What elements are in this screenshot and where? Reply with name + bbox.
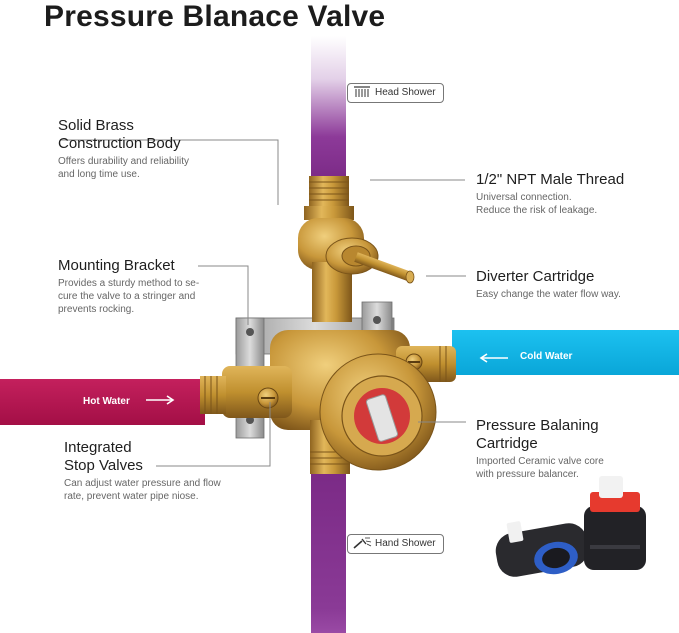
pressure-cartridge-desc: Imported Ceramic valve core with pressur… — [476, 455, 604, 481]
leader-stop-valves — [156, 402, 271, 467]
mounting-desc-2: cure the valve to a stringer and — [58, 291, 196, 302]
leader-solid-brass — [60, 139, 279, 205]
leader-mounting — [198, 265, 249, 325]
solid-brass-desc-1: Offers durability and reliability — [58, 156, 189, 167]
stop-valves-heading-1: Integrated — [64, 439, 132, 456]
mounting-heading: Mounting Bracket — [58, 257, 175, 274]
pressure-cartridge-desc-2: with pressure balancer. — [476, 469, 579, 480]
label-mounting-bracket: Mounting Bracket Provides a sturdy metho… — [58, 257, 199, 316]
hot-water-label: Hot Water — [83, 396, 130, 407]
mounting-desc-1: Provides a sturdy method to se- — [58, 278, 200, 289]
label-diverter-cartridge: Diverter Cartridge Easy change the water… — [476, 268, 621, 301]
head-shower-pipe — [311, 36, 346, 180]
diverter-desc-1: Easy change the water flow way. — [476, 289, 621, 300]
npt-desc-2: Reduce the risk of leakage. — [476, 205, 598, 216]
hand-shower-tag: Hand Shower — [347, 534, 444, 554]
shower-head-icon — [354, 86, 370, 98]
stop-valves-desc-1: Can adjust water pressure and flow — [64, 478, 221, 489]
npt-heading: 1/2" NPT Male Thread — [476, 171, 625, 188]
mounting-desc: Provides a sturdy method to se- cure the… — [58, 277, 199, 316]
cold-water-pipe — [452, 330, 679, 375]
cold-water-label: Cold Water — [520, 351, 573, 362]
stop-valves-heading-2: Stop Valves — [64, 457, 143, 474]
solid-brass-desc-2: and long time use. — [58, 169, 140, 180]
solid-brass-desc: Offers durability and reliability and lo… — [58, 155, 189, 181]
diverter-desc: Easy change the water flow way. — [476, 288, 621, 301]
npt-desc: Universal connection. Reduce the risk of… — [476, 191, 624, 217]
hand-shower-icon — [353, 537, 372, 549]
pressure-cartridge-heading-2: Cartridge — [476, 435, 538, 452]
mounting-desc-3: prevents rocking. — [58, 304, 135, 315]
page-title: Pressure Blanace Valve — [44, 0, 386, 33]
stop-valves-desc-2: rate, prevent water pipe niose. — [64, 491, 199, 502]
hot-water-arrow-icon — [146, 395, 175, 405]
pressure-cartridge-desc-1: Imported Ceramic valve core — [476, 456, 604, 467]
valve-body — [200, 330, 456, 474]
stop-valves-desc: Can adjust water pressure and flow rate,… — [64, 477, 221, 503]
label-stop-valves: Integrated Stop Valves Can adjust water … — [64, 439, 221, 503]
diverter-cartridge-spare — [584, 476, 646, 570]
hand-shower-label: Hand Shower — [375, 538, 436, 549]
diverter-heading: Diverter Cartridge — [476, 268, 595, 285]
label-pressure-cartridge: Pressure Balaning Cartridge Imported Cer… — [476, 417, 604, 481]
diverter-body — [298, 218, 415, 322]
npt-desc-1: Universal connection. — [476, 192, 572, 203]
pressure-cartridge-spare — [495, 521, 589, 577]
label-npt-thread: 1/2" NPT Male Thread Universal connectio… — [476, 171, 624, 217]
solid-brass-heading-1: Solid Brass — [58, 117, 134, 134]
top-outlet — [304, 176, 354, 220]
cold-water-arrow-icon — [479, 353, 508, 363]
solid-brass-heading-2: Construction Body — [58, 135, 181, 152]
hand-shower-pipe — [311, 470, 346, 633]
pressure-cartridge-heading-1: Pressure Balaning — [476, 417, 599, 434]
head-shower-label: Head Shower — [375, 87, 436, 98]
head-shower-tag: Head Shower — [347, 83, 444, 103]
label-solid-brass: Solid Brass Construction Body Offers dur… — [58, 117, 189, 181]
